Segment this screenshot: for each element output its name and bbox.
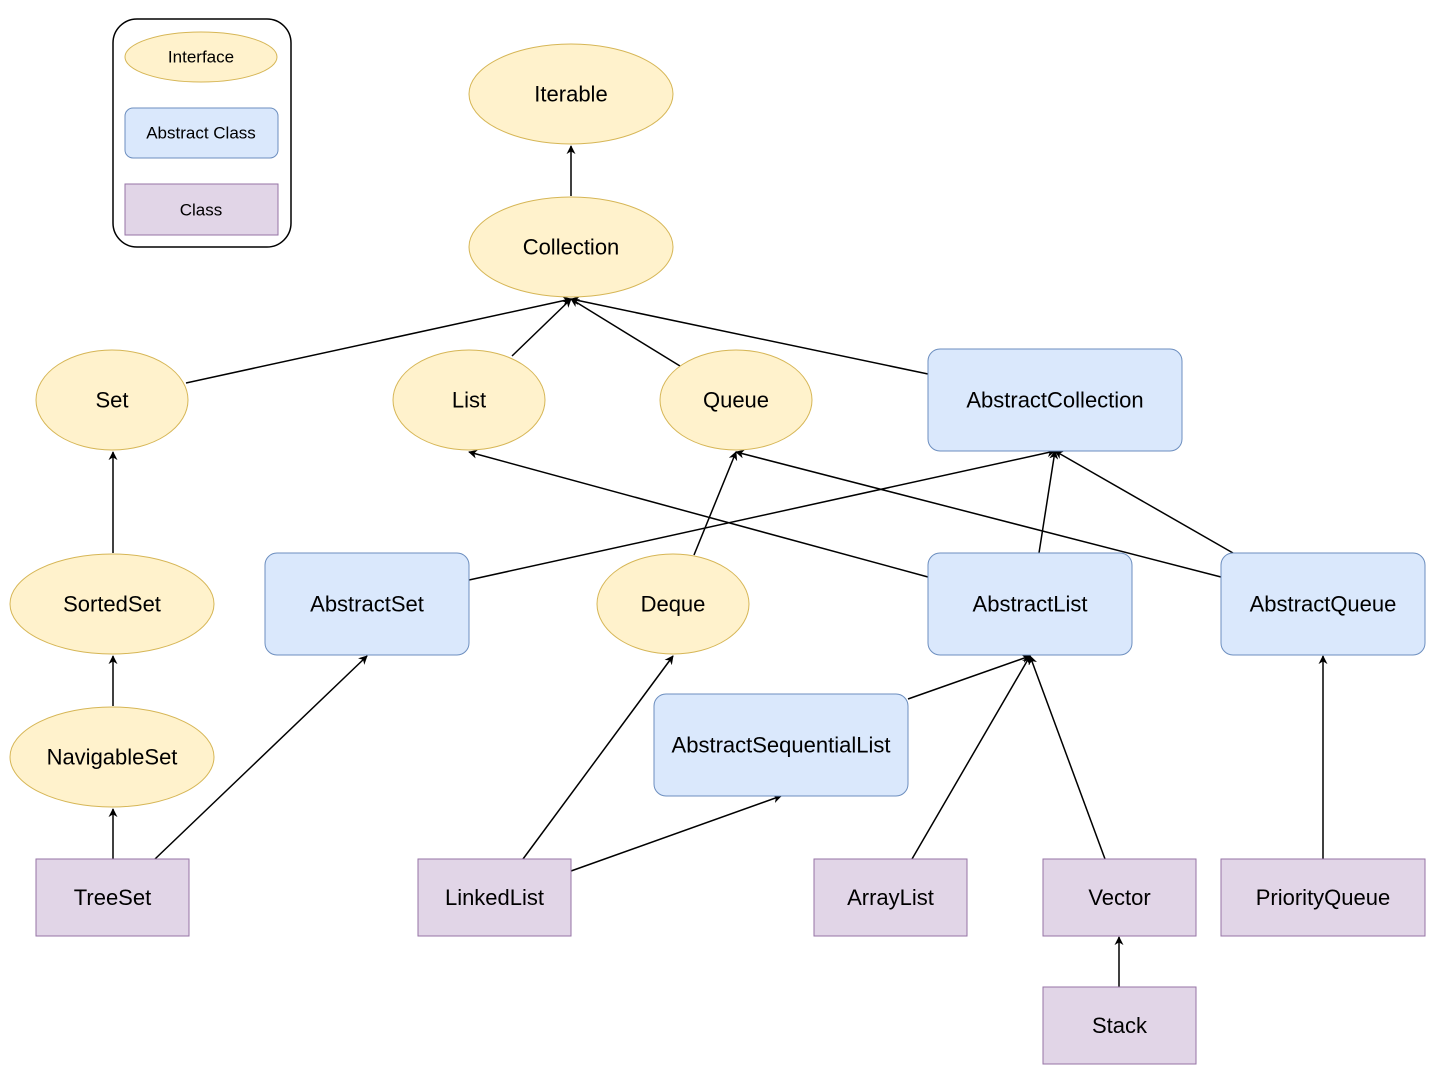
- node-linkedlist-label: LinkedList: [445, 885, 544, 910]
- legend-class-label: Class: [180, 201, 223, 220]
- node-abstractset-shape: [264, 552, 470, 656]
- node-list: List: [392, 349, 546, 451]
- node-stack-label: Stack: [1092, 1013, 1148, 1038]
- node-deque: Deque: [596, 553, 750, 655]
- node-stack-shape: [1042, 986, 1197, 1065]
- node-list-shape: [392, 349, 546, 451]
- node-vector-shape: [1042, 858, 1197, 937]
- node-abstractcollection: AbstractCollection: [927, 348, 1183, 452]
- node-priorityqueue-label: PriorityQueue: [1256, 885, 1391, 910]
- node-navigableset-shape: [9, 706, 215, 808]
- edge-linkedlist-to-deque: [522, 655, 674, 860]
- node-abstractqueue-shape: [1220, 552, 1426, 656]
- edge-abstractsequentiallist-to-abstractlist: [907, 654, 1031, 700]
- node-linkedlist: LinkedList: [417, 858, 572, 937]
- node-navigableset: NavigableSet: [9, 706, 215, 808]
- node-navigableset-label: NavigableSet: [47, 745, 178, 770]
- node-vector-label: Vector: [1088, 885, 1150, 910]
- edge-linkedlist-to-abstractsequentiallist: [570, 794, 782, 872]
- node-treeset-shape: [35, 858, 190, 937]
- node-abstractset: AbstractSet: [264, 552, 470, 656]
- edge-abstractqueue-to-queue: [735, 449, 1222, 578]
- node-abstractqueue-label: AbstractQueue: [1250, 592, 1397, 617]
- legend-abstract-class-label: Abstract Class: [146, 124, 256, 143]
- node-abstractset-label: AbstractSet: [310, 592, 424, 617]
- node-collection-label: Collection: [523, 235, 620, 260]
- node-queue-label: Queue: [703, 388, 769, 413]
- edge-deque-to-queue: [693, 451, 738, 556]
- edge-abstractqueue-to-abstractcollection: [1054, 450, 1234, 554]
- node-abstractlist: AbstractList: [927, 552, 1133, 656]
- edge-treeset-to-abstractset: [154, 655, 368, 860]
- node-collection-shape: [468, 196, 674, 298]
- edge-list-to-collection: [511, 298, 572, 357]
- node-list-label: List: [452, 388, 486, 413]
- edge-abstractset-to-abstractcollection: [468, 448, 1056, 581]
- node-iterable-shape: [468, 43, 674, 145]
- node-queue: Queue: [659, 349, 813, 451]
- node-sortedset-shape: [9, 553, 215, 655]
- legend: Interface Abstract Class Class: [112, 18, 292, 248]
- node-abstractcollection-label: AbstractCollection: [966, 388, 1143, 413]
- node-set: Set: [35, 349, 189, 451]
- node-vector: Vector: [1042, 858, 1197, 937]
- legend-interface-label: Interface: [168, 48, 234, 67]
- node-deque-label: Deque: [641, 592, 706, 617]
- node-priorityqueue: PriorityQueue: [1220, 858, 1426, 937]
- edge-vector-to-abstractlist: [1028, 655, 1106, 860]
- node-abstractsequentiallist-label: AbstractSequentialList: [672, 733, 891, 758]
- node-iterable: Iterable: [468, 43, 674, 145]
- edge-queue-to-collection: [570, 298, 681, 367]
- node-set-label: Set: [95, 388, 128, 413]
- edge-abstractlist-to-list: [468, 449, 929, 578]
- edge-abstractcollection-to-collection: [570, 296, 929, 375]
- node-collection: Collection: [468, 196, 674, 298]
- node-abstractsequentiallist-shape: [653, 693, 909, 797]
- node-abstractcollection-shape: [927, 348, 1183, 452]
- node-sortedset-label: SortedSet: [63, 592, 161, 617]
- legend-interface-swatch: [124, 31, 278, 83]
- node-treeset-label: TreeSet: [74, 885, 151, 910]
- node-arraylist: ArrayList: [813, 858, 968, 937]
- legend-abstract-class-swatch: [124, 107, 279, 159]
- node-stack: Stack: [1042, 986, 1197, 1065]
- node-abstractlist-shape: [927, 552, 1133, 656]
- edges-layer: [108, 145, 1328, 987]
- node-abstractlist-label: AbstractList: [973, 592, 1088, 617]
- node-treeset: TreeSet: [35, 858, 190, 937]
- node-set-shape: [35, 349, 189, 451]
- node-linkedlist-shape: [417, 858, 572, 937]
- edge-abstractlist-to-abstractcollection: [1038, 450, 1059, 554]
- edge-arraylist-to-abstractlist: [911, 655, 1031, 860]
- node-priorityqueue-shape: [1220, 858, 1426, 937]
- legend-class-swatch: [124, 183, 279, 236]
- node-iterable-label: Iterable: [534, 82, 607, 107]
- edge-set-to-collection: [185, 296, 572, 384]
- node-queue-shape: [659, 349, 813, 451]
- node-abstractsequentiallist: AbstractSequentialList: [653, 693, 909, 797]
- node-arraylist-label: ArrayList: [847, 885, 934, 910]
- node-deque-shape: [596, 553, 750, 655]
- node-sortedset: SortedSet: [9, 553, 215, 655]
- node-arraylist-shape: [813, 858, 968, 937]
- node-abstractqueue: AbstractQueue: [1220, 552, 1426, 656]
